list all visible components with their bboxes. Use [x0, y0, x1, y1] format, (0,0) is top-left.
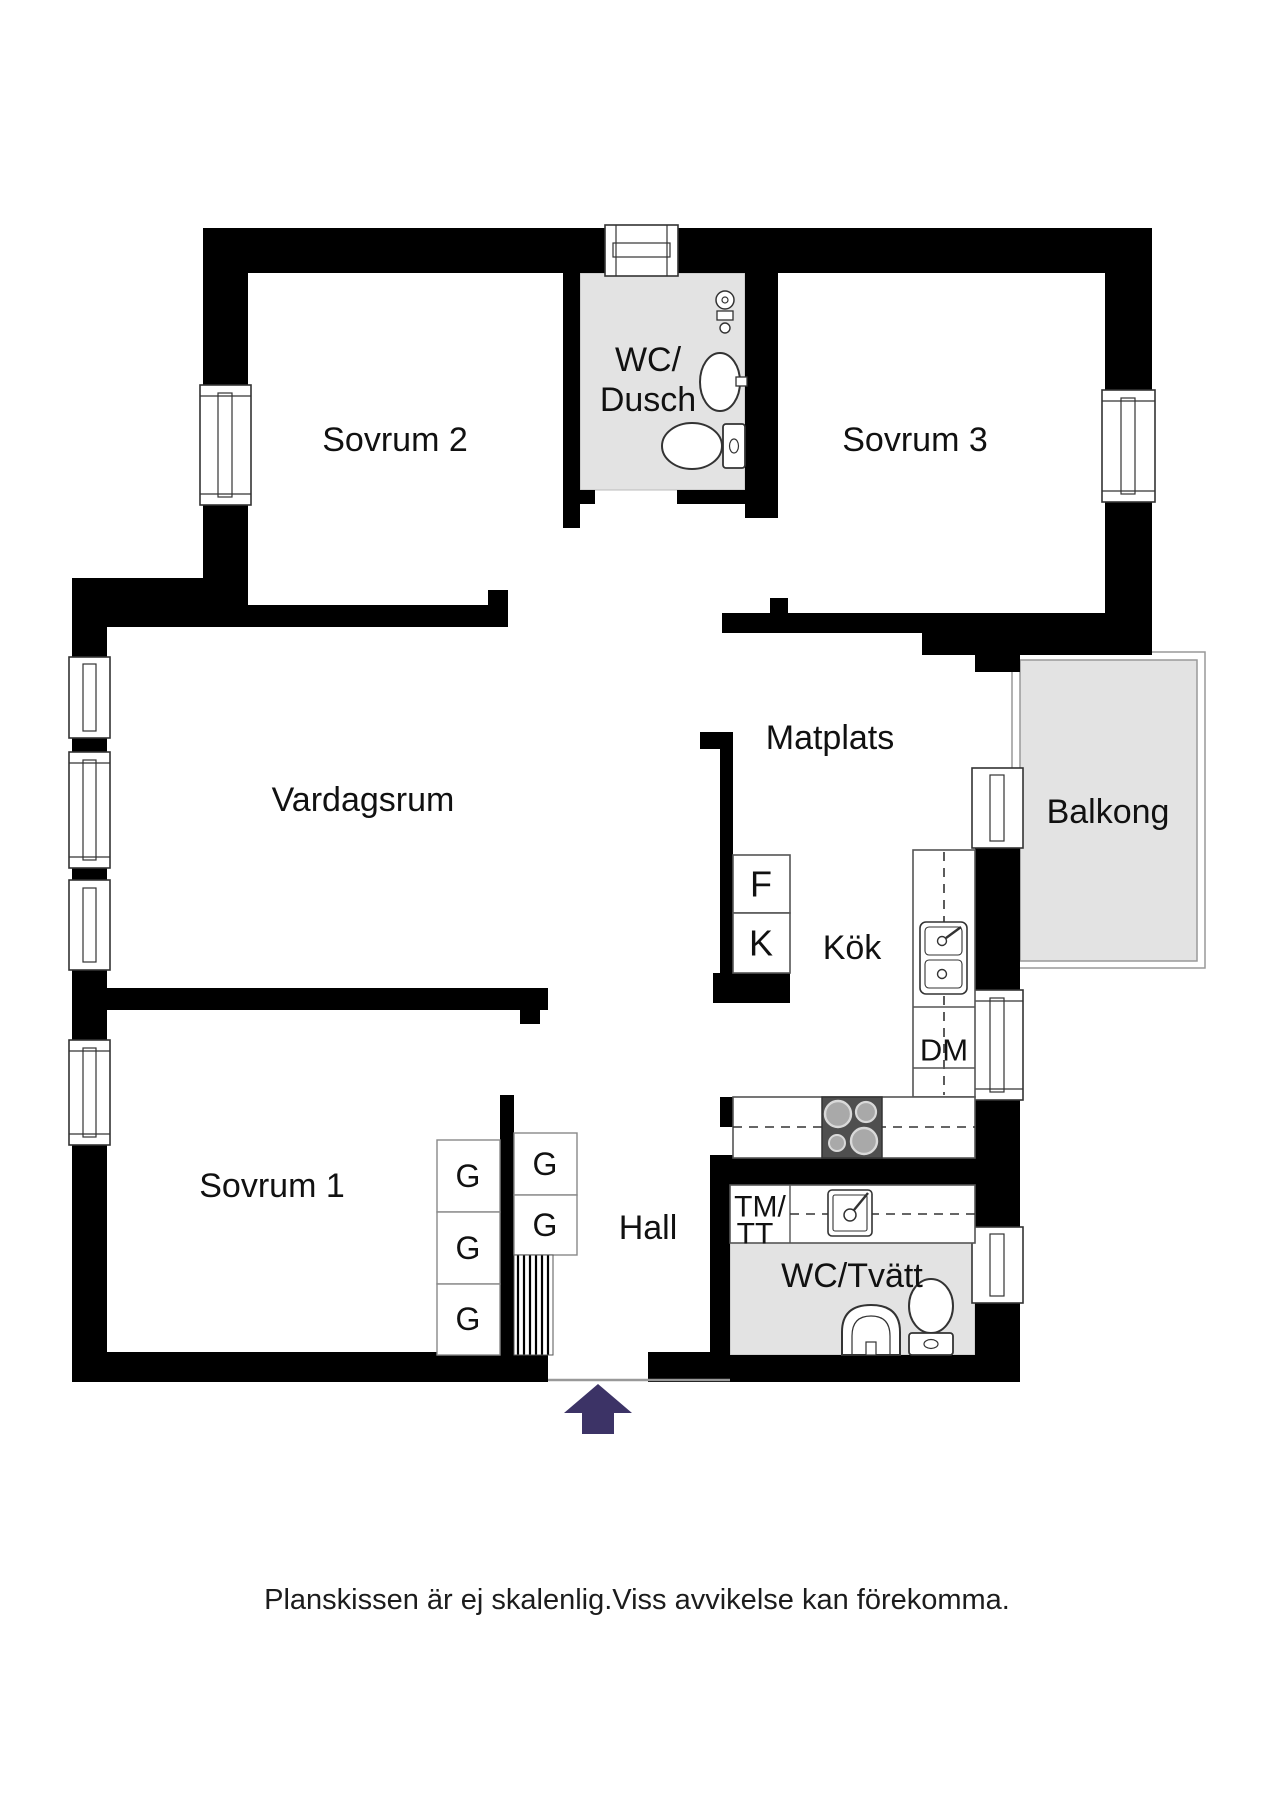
wardrobe-label: G: [456, 1158, 481, 1194]
kitchen-bench: [732, 1096, 976, 1159]
wardrobe-label: G: [456, 1230, 481, 1266]
wardrobe-label: G: [456, 1301, 481, 1337]
wardrobe-label: G: [533, 1146, 558, 1182]
room-label-sovrum3: Sovrum 3: [842, 421, 988, 459]
room-label-tm-tt-1: TM/: [734, 1191, 786, 1224]
window-wc-dusch-icon: [604, 224, 679, 277]
window-kok-icon: [971, 989, 1024, 1101]
room-label-wc-tvatt: WC/Tvätt: [781, 1257, 923, 1295]
room-label-tm-tt-2: TT: [737, 1218, 774, 1251]
caption-text: Planskissen är ej skalenlig.Viss avvikel…: [264, 1584, 1010, 1616]
balcony: [1011, 651, 1206, 969]
room-label-sovrum2: Sovrum 2: [322, 421, 468, 459]
kitchen-counter-right: [912, 849, 976, 1098]
window-balcony-door-icon: [971, 767, 1024, 849]
room-label-matplats: Matplats: [766, 719, 895, 757]
wc-dusch-fixtures: [661, 290, 748, 470]
room-label-hall: Hall: [619, 1209, 678, 1247]
window-wc-tvatt-icon: [971, 1226, 1024, 1304]
bathroom-sink-icon: [699, 352, 748, 412]
entrance-arrow-icon: [564, 1384, 632, 1434]
fridge-freezer-unit: F K: [732, 854, 791, 974]
kitchen-sink-icon: [919, 921, 968, 995]
toilet-icon: [908, 1278, 954, 1356]
room-label-kok: Kök: [823, 929, 883, 967]
window-vardagsrum-3-icon: [68, 879, 111, 971]
window-sovrum1-icon: [68, 1039, 111, 1146]
closet-hatch: [513, 1254, 554, 1356]
wardrobe-label: G: [533, 1207, 558, 1243]
freezer-label: K: [749, 923, 773, 964]
window-vardagsrum-1-icon: [68, 656, 111, 739]
room-label-balkong: Balkong: [1047, 793, 1170, 831]
window-vardagsrum-2-icon: [68, 751, 111, 869]
balcony-floor: [1019, 659, 1198, 962]
wardrobe-closets: G G G G G: [436, 1132, 578, 1356]
room-label-wc-dusch-2: Dusch: [600, 381, 696, 419]
dishwasher-label: DM: [920, 1033, 968, 1068]
window-sovrum2-icon: [199, 384, 252, 506]
pedestal-sink-icon: [841, 1303, 901, 1356]
room-label-wc-dusch-1: WC/: [615, 341, 682, 379]
stove-icon: [821, 1096, 883, 1159]
window-sovrum3-icon: [1101, 389, 1156, 503]
toilet-icon: [661, 422, 746, 470]
wc-tvatt-fixtures: [841, 1278, 954, 1356]
laundry-counter: TM/ TT: [729, 1184, 976, 1251]
room-label-sovrum1: Sovrum 1: [199, 1167, 345, 1205]
shower-mixer-icon: [715, 290, 735, 334]
fridge-label: F: [750, 864, 772, 905]
washing-machine-icon: [827, 1189, 873, 1237]
room-label-vardagsrum: Vardagsrum: [272, 781, 455, 819]
